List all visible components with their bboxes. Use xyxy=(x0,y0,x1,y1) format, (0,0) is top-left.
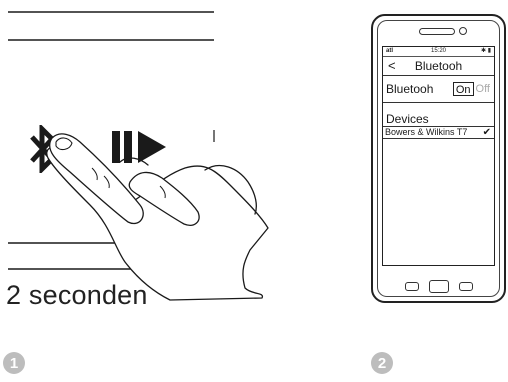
home-button[interactable] xyxy=(429,280,449,293)
phone-speaker xyxy=(419,28,455,35)
screen-title: Bluetooh xyxy=(383,57,494,75)
phone-camera xyxy=(459,27,467,35)
status-icons: ✱ ▮ xyxy=(481,47,491,56)
device-row[interactable]: Bowers & Wilkins T7 ✔ xyxy=(383,127,494,139)
bluetooth-label: Bluetooh xyxy=(386,76,433,102)
step-2-badge: 2 xyxy=(371,352,393,374)
devices-header: Devices xyxy=(383,113,494,127)
check-icon: ✔ xyxy=(483,127,491,138)
duration-caption: 2 seconden xyxy=(6,280,148,311)
status-bar: atl 15:20 ✱ ▮ xyxy=(383,47,494,57)
device-name: Bowers & Wilkins T7 xyxy=(385,127,467,137)
back-hardware-button[interactable] xyxy=(459,282,473,291)
status-time: 15:20 xyxy=(383,47,494,56)
bluetooth-setting-row: Bluetooh On Off xyxy=(383,76,494,103)
step-1-badge: 1 xyxy=(3,352,25,374)
toggle-on[interactable]: On xyxy=(453,82,474,96)
pressing-hand-icon xyxy=(0,0,300,310)
menu-button[interactable] xyxy=(405,282,419,291)
screen-header: < Bluetooh xyxy=(383,57,494,76)
toggle-off[interactable]: Off xyxy=(474,82,492,96)
smartphone: atl 15:20 ✱ ▮ < Bluetooh Bluetooh On Off… xyxy=(371,14,506,303)
bluetooth-toggle[interactable]: On Off xyxy=(453,82,492,96)
phone-screen: atl 15:20 ✱ ▮ < Bluetooh Bluetooh On Off… xyxy=(382,46,495,266)
